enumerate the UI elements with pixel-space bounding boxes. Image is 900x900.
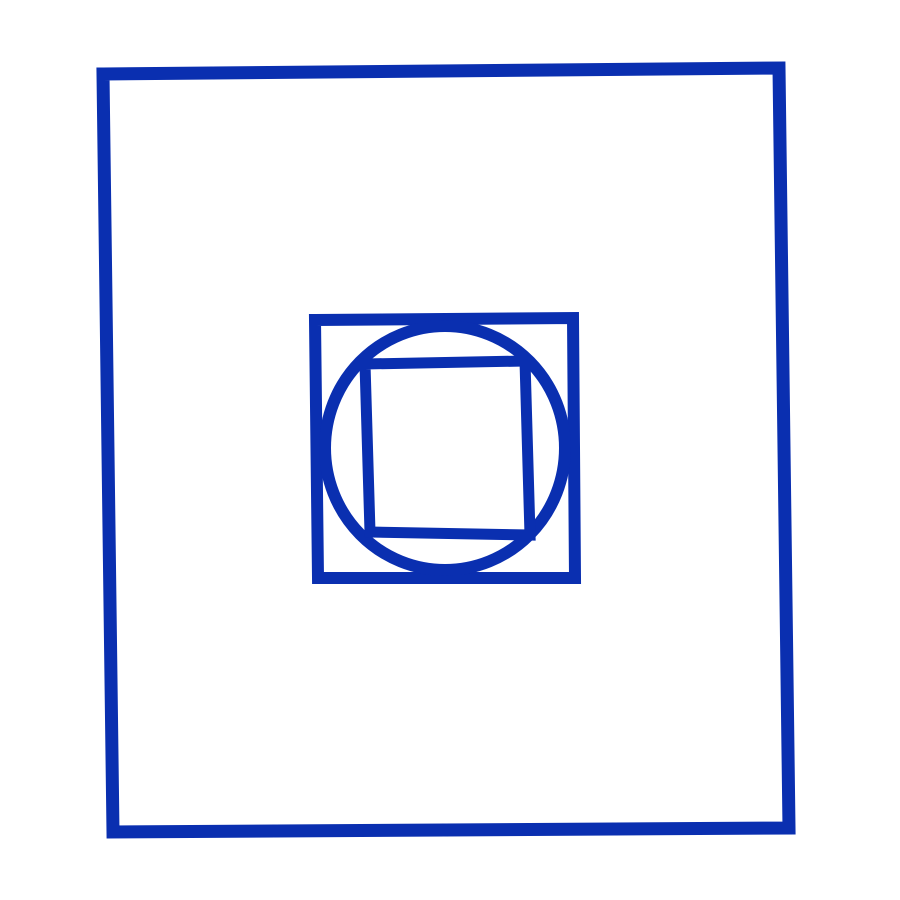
outer-square (96, 61, 796, 839)
innermost-square (359, 355, 536, 541)
inner-square (308, 311, 582, 584)
inscribed-circle (319, 320, 571, 576)
